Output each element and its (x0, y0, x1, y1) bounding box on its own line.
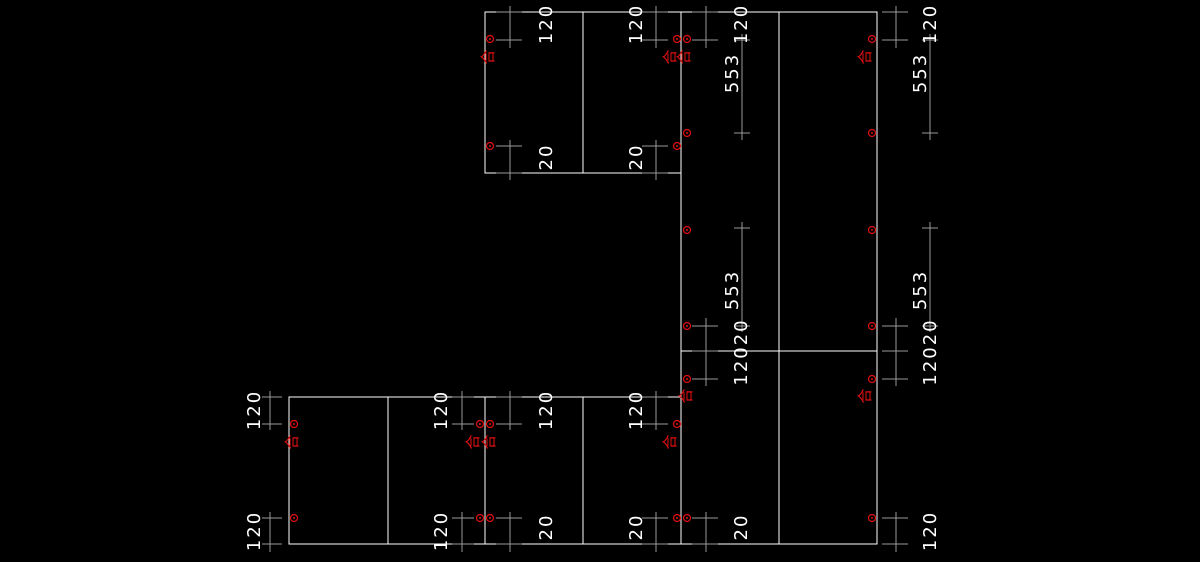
dim-label: 553 (722, 53, 743, 93)
hinge-marker: 合 (856, 49, 874, 64)
drill-holes (289, 34, 877, 523)
dim-label: 20 (536, 514, 557, 541)
dimension-labels: 120 120 120 120 553 553 20 20 553 553 12… (244, 4, 941, 551)
drill-hole (867, 225, 877, 235)
dim-label: 120 (536, 4, 557, 44)
hinge-markers: 合 合 合 合 合 合 合 合 合 合 (283, 49, 874, 449)
drill-hole (682, 321, 692, 331)
drill-hole (485, 419, 495, 429)
dim-label: 120 (244, 390, 265, 430)
drill-hole (867, 128, 877, 138)
hinge-marker: 合 (677, 388, 695, 403)
drill-hole (672, 513, 682, 523)
dim-label: 120 (431, 511, 452, 551)
drill-hole (485, 141, 495, 151)
drill-hole (289, 419, 299, 429)
drill-hole (672, 141, 682, 151)
dim-label: 12020 (920, 318, 941, 385)
dim-label: 120 (920, 4, 941, 44)
dimension-lines (262, 6, 938, 552)
drill-hole (475, 419, 485, 429)
hinge-marker: 合 (464, 434, 482, 449)
drill-hole (672, 34, 682, 44)
dim-label: 120 (626, 390, 647, 430)
hinge-marker: 合 (661, 49, 679, 64)
dim-label: 12020 (731, 318, 752, 385)
drill-hole (682, 34, 692, 44)
hinge-marker: 合 (283, 434, 301, 449)
drill-hole (289, 513, 299, 523)
dim-label: 553 (910, 53, 931, 93)
drill-hole (682, 513, 692, 523)
hinge-marker: 合 (661, 434, 679, 449)
dim-label: 20 (731, 514, 752, 541)
drill-hole (682, 128, 692, 138)
dim-label: 120 (431, 390, 452, 430)
drill-hole (485, 513, 495, 523)
dim-label: 120 (731, 4, 752, 44)
dim-label: 120 (244, 511, 265, 551)
drill-hole (682, 374, 692, 384)
dim-label: 120 (626, 4, 647, 44)
hinge-marker: 合 (480, 434, 498, 449)
dim-label: 20 (626, 514, 647, 541)
drill-hole (485, 34, 495, 44)
hinge-marker: 合 (856, 388, 874, 403)
hinge-marker: 合 (675, 49, 693, 64)
panel-outlines (288, 11, 878, 545)
dim-label: 20 (626, 144, 647, 171)
dim-label: 20 (536, 144, 557, 171)
drill-hole (672, 419, 682, 429)
dim-label: 553 (910, 270, 931, 310)
drill-hole (475, 513, 485, 523)
dim-label: 120 (536, 390, 557, 430)
hinge-marker: 合 (479, 49, 497, 64)
drill-hole (682, 225, 692, 235)
dim-label: 553 (722, 270, 743, 310)
drill-hole (867, 34, 877, 44)
drill-hole (867, 513, 877, 523)
dim-label: 120 (920, 511, 941, 551)
drill-hole (867, 374, 877, 384)
drill-hole (867, 321, 877, 331)
